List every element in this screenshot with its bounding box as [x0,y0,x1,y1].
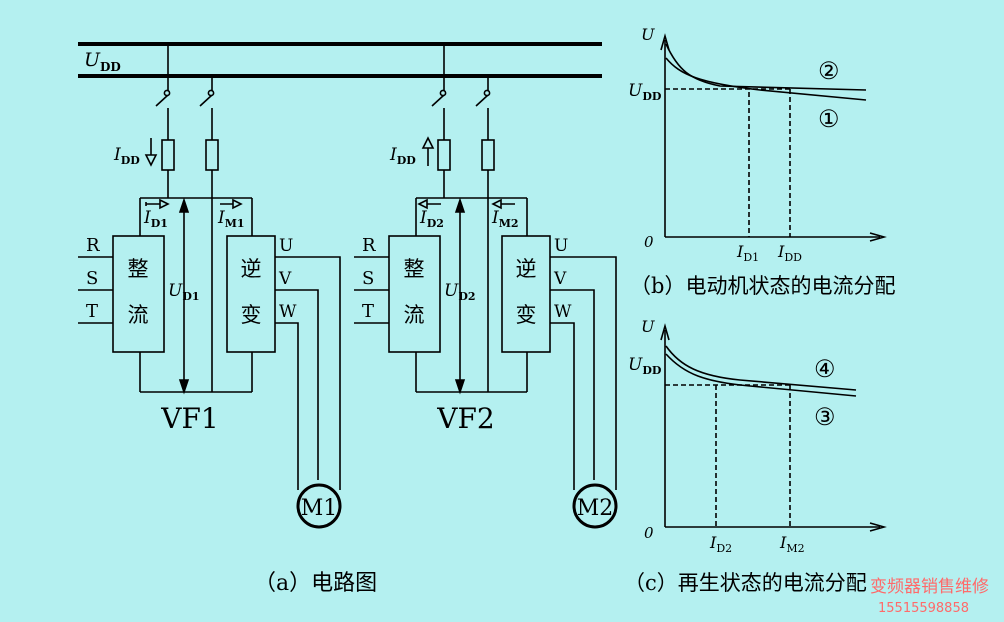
fuse [205,139,219,171]
dc-current-label: ID1 [143,208,168,230]
inverter-label-2: 变 [241,303,262,327]
inverter-label-2: 变 [516,303,537,327]
watermark: 变频器销售维修 15515598858 [870,577,989,616]
curve-3-label: ③ [814,403,836,431]
supply-current-label: IDD [113,145,140,167]
origin-label: 0 [644,233,654,251]
switch [475,94,489,107]
inverter-box [226,235,276,353]
udd-mark: UDD [628,81,662,103]
caption-b: （b）电动机状态的电流分配 [630,274,895,298]
motor-m2 [572,483,618,529]
switch [199,94,213,107]
tick-id1: ID1 [736,242,759,264]
dc-voltage-label: UD1 [168,281,200,303]
rectifier-label-1: 整 [128,257,149,281]
watermark-line-2: 15515598858 [878,601,969,616]
rectifier-box [112,235,165,353]
caption-a: （a）电路图 [254,571,377,596]
curve-4 [665,345,857,391]
caption-c: （c）再生状态的电流分配 [624,571,867,595]
curve-1-label: ① [818,105,840,133]
phase-v-label: V [553,269,567,289]
phase-u-label: U [279,236,293,256]
graph-regenerating: U 0 UDD ID2 IM2 ④ ③ （c）再生状态的电流分配 [624,317,887,595]
phase-v-label: V [278,269,292,289]
supply-current-label: IDD [389,145,416,167]
dc-current-label: ID2 [419,208,444,230]
rectifier-label-1: 整 [404,257,425,281]
origin-label: 0 [644,524,654,542]
tick-id2: ID2 [709,533,732,555]
phase-s-label: S [86,268,98,289]
motor-m1-label: M1 [301,496,338,521]
curve-1 [665,57,867,101]
inverter-box [501,235,551,353]
circuit-diagram: UDD IDD [78,42,618,596]
fuse [481,139,495,171]
switch [431,94,445,107]
inverter-label-1: 逆 [241,257,262,281]
unit-vf1: IDD ID1 IM1 UD1 整 流 逆 变 [78,44,342,529]
bus-label: UDD [84,49,121,74]
motor-m2-label: M2 [577,496,614,521]
motor-current-label: IM2 [491,208,519,230]
rectifier-box [388,235,441,353]
curve-2-label: ② [818,57,840,85]
tick-im2: IM2 [779,533,805,555]
rectifier-label-2: 流 [128,303,149,327]
tick-idd: IDD [777,242,802,264]
rectifier-label-2: 流 [404,303,425,327]
dc-voltage-label: UD2 [444,281,476,303]
fuse [161,139,175,171]
curve-4-label: ④ [814,355,836,383]
motor-current-label: IM1 [217,208,245,230]
phase-t-label: T [362,301,374,322]
curve-3 [665,353,857,397]
phase-w-label: W [554,302,572,322]
switch [155,94,169,107]
axis-u-label: U [641,317,655,336]
watermark-line-1: 变频器销售维修 [870,577,989,597]
graph-motoring: U 0 UDD ID1 IDD ② ① （b）电动机状态的电流分配 [628,25,895,298]
axis-u-label: U [641,25,655,44]
phase-u-label: U [554,236,568,256]
motor-m1 [296,483,342,529]
unit-vf2-label: VF2 [436,402,494,435]
udd-mark: UDD [628,355,662,377]
unit-vf1-label: VF1 [160,402,218,435]
phase-t-label: T [86,301,98,322]
phase-r-label: R [362,235,376,256]
inverter-label-1: 逆 [516,257,537,281]
phase-w-label: W [279,302,297,322]
phase-r-label: R [86,235,100,256]
unit-vf2: IDD ID2 IM2 UD2 整 流 逆 变 R [354,44,618,529]
fuse [437,139,451,171]
phase-s-label: S [362,268,374,289]
